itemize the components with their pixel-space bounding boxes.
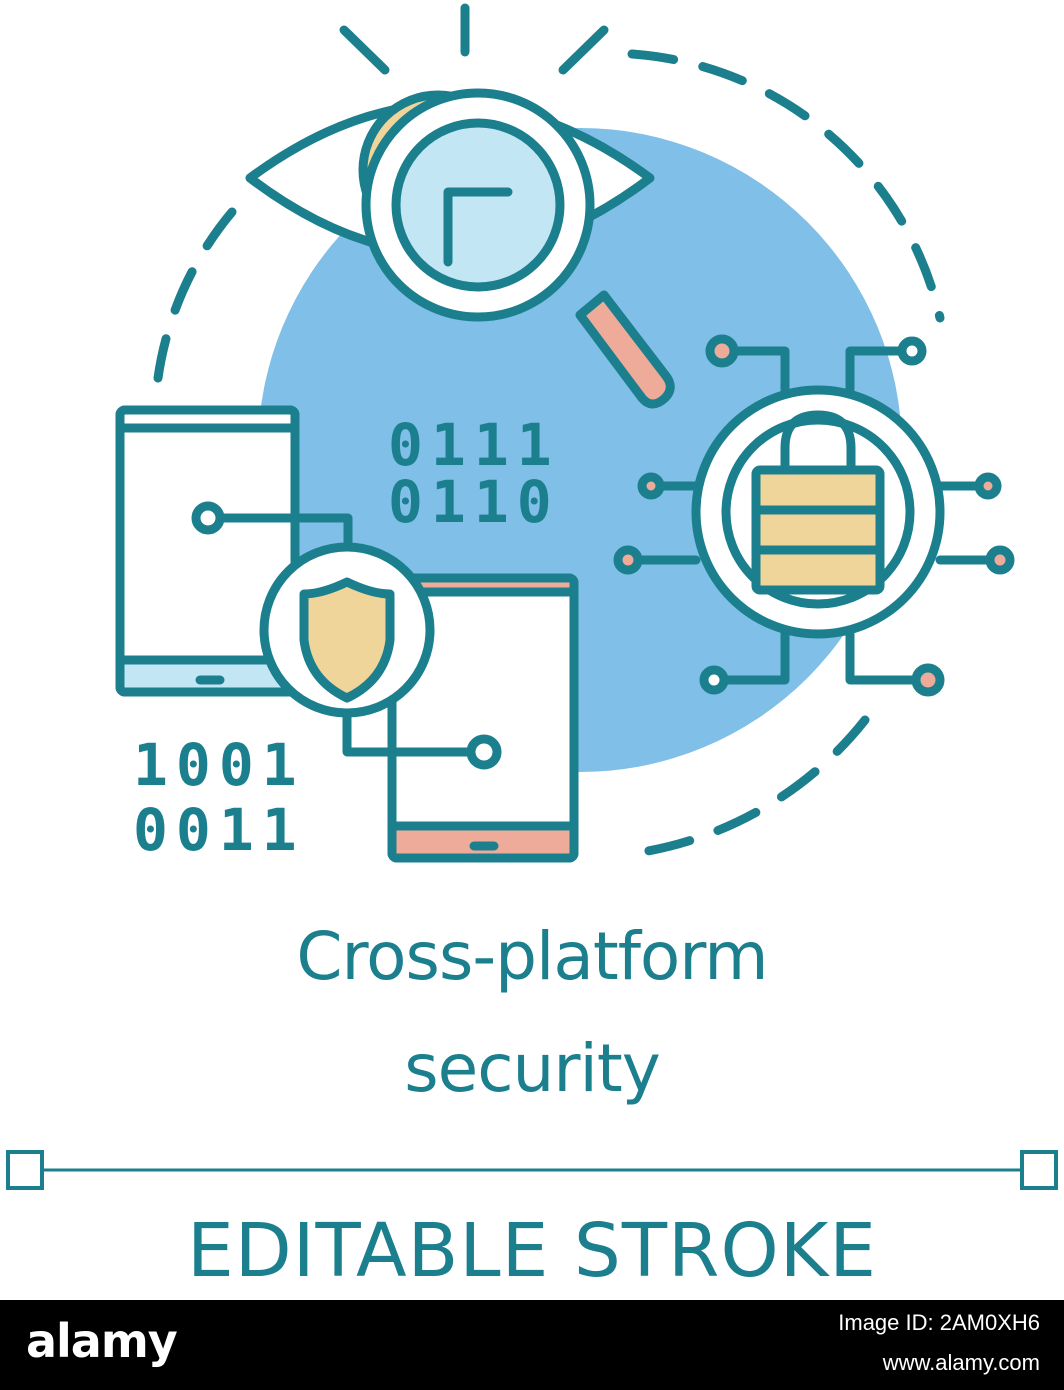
eye-rays [339, 3, 609, 75]
smartphone-icon [115, 405, 353, 697]
alamy-logo: alamy [26, 1314, 178, 1368]
magnifier-icon [361, 88, 675, 409]
lock-circuit-icon [613, 334, 1015, 697]
binary-code-left-bottom: 0011 [133, 796, 305, 864]
divider-handle-left [6, 1150, 44, 1190]
dashed-orbit [153, 49, 945, 860]
divider-line [6, 1150, 1058, 1190]
watermark-footer: alamy Image ID: 2AM0XH6 www.alamy.com [0, 1300, 1064, 1390]
binary-code-center-top: 0111 [388, 411, 560, 479]
divider-handle-right [1020, 1150, 1058, 1190]
binary-code-left-top: 1001 [133, 731, 305, 799]
cross-platform-security-illustration: 0111 0110 1001 0011 [115, 3, 1015, 864]
title-line-1: Cross-platform [296, 918, 768, 995]
shield-icon [259, 542, 435, 718]
title-line-2: security [404, 1030, 661, 1107]
binary-code-center-bottom: 0110 [388, 468, 560, 536]
image-id-label: Image ID: 2AM0XH6 [838, 1310, 1040, 1335]
site-url-label: www.alamy.com [882, 1350, 1040, 1375]
illustration-canvas: 0111 0110 1001 0011 Cross-platform secur… [6, 3, 1058, 1294]
editable-stroke-label: EDITABLE STROKE [186, 1208, 878, 1294]
